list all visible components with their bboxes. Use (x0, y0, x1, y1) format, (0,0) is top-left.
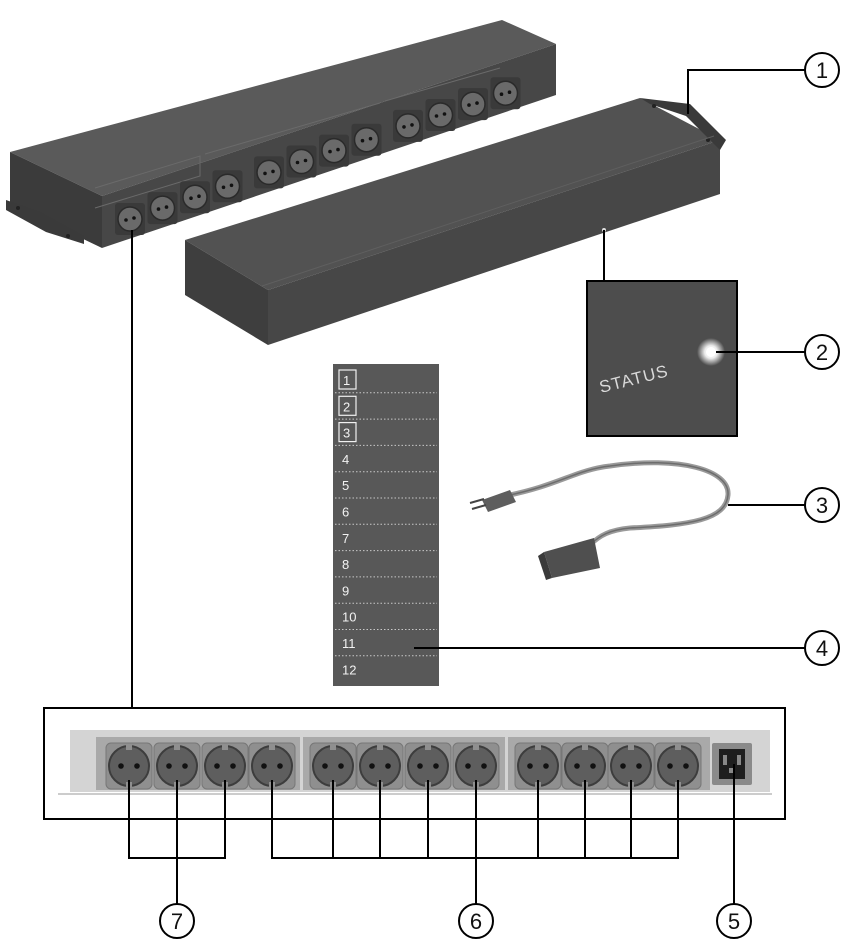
front-panel (44, 708, 785, 819)
port-label-text: 10 (342, 610, 356, 625)
port-label-text: 7 (342, 531, 349, 546)
callout-7-label: 7 (171, 909, 183, 934)
callout-6-label: 6 (470, 909, 482, 934)
iso-socket (287, 146, 317, 178)
callout-2-label: 2 (816, 340, 828, 365)
callout-1: 1 (805, 53, 839, 87)
callout-5: 5 (717, 904, 751, 938)
callout-7: 7 (160, 904, 194, 938)
bracket-hole (652, 104, 656, 108)
status-led (706, 347, 716, 357)
iso-socket (254, 156, 284, 188)
status-detail: STATUS (587, 281, 737, 436)
port-label-text: 11 (342, 636, 356, 651)
iso-socket (180, 181, 210, 213)
c19-connector (544, 538, 600, 578)
iso-socket (148, 192, 178, 224)
plug-pin (472, 505, 486, 509)
power-cable (470, 463, 728, 580)
euro-plug (482, 490, 516, 512)
iso-socket (213, 170, 243, 202)
port-label-text: 6 (342, 505, 349, 520)
callout-4: 4 (805, 631, 839, 665)
callout-3: 3 (805, 488, 839, 522)
bracket-hole (66, 234, 70, 238)
port-label-row: 12 (342, 662, 356, 677)
iso-socket (393, 110, 423, 142)
port-label-text: 8 (342, 557, 349, 572)
iso-socket (458, 88, 488, 120)
plug-pin (470, 499, 484, 503)
iso-socket (352, 124, 382, 156)
port-label-text: 1 (343, 373, 350, 388)
iso-socket (319, 135, 349, 167)
leader-line-1 (688, 70, 805, 114)
cable-cord (505, 463, 728, 545)
callout-2: 2 (805, 335, 839, 369)
bracket-hole (16, 206, 20, 210)
iso-socket (491, 77, 521, 109)
port-label-text: 5 (342, 478, 349, 493)
port-label-text: 12 (342, 662, 356, 677)
port-label-text: 2 (343, 399, 350, 414)
port-label-text: 3 (343, 426, 350, 441)
iec-power-inlet (712, 743, 752, 785)
callout-5-label: 5 (728, 909, 740, 934)
port-label-text: 4 (342, 452, 349, 467)
port-label-text: 9 (342, 583, 349, 598)
callout-1-label: 1 (816, 58, 828, 83)
callout-4-label: 4 (816, 636, 828, 661)
callout-6: 6 (459, 904, 493, 938)
callout-3-label: 3 (816, 493, 828, 518)
iso-socket (115, 203, 145, 235)
iso-socket (426, 99, 456, 131)
